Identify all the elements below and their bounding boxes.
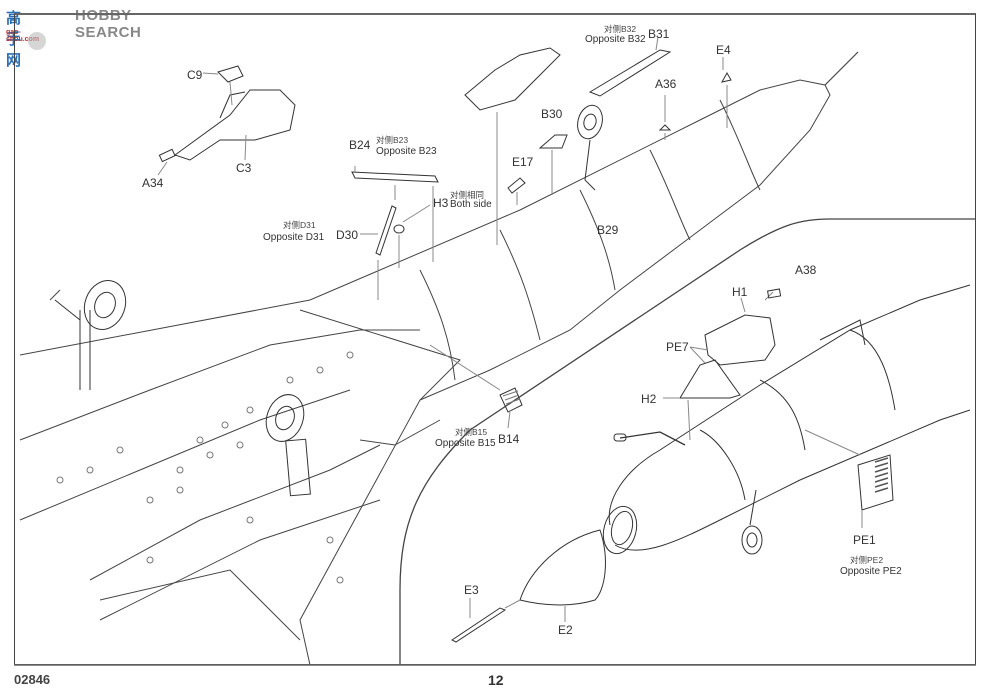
label-a36: A36: [655, 77, 677, 91]
label-h1: H1: [732, 285, 748, 299]
label-d31-en: Opposite D31: [263, 232, 325, 243]
inset-boundary: [399, 218, 976, 664]
label-d31-cn: 对侧D31: [283, 220, 316, 230]
label-b32-cn: 对侧B32: [604, 24, 637, 34]
label-pe2-cn: 对侧PE2: [850, 555, 884, 565]
inset-forward-fuselage: [602, 284, 971, 555]
label-c3: C3: [236, 161, 252, 175]
label-d30: D30: [336, 228, 359, 242]
part-d30: [375, 205, 397, 256]
part-a34: [158, 148, 176, 163]
part-e2: [519, 529, 606, 606]
page-number: 12: [488, 672, 504, 688]
part-b14: [499, 387, 523, 413]
label-e2: E2: [558, 623, 573, 637]
watermark-url: gao-shou.com: [6, 29, 40, 43]
part-pe1: [857, 454, 894, 511]
product-code: 02846: [14, 672, 51, 687]
part-a38: [766, 288, 782, 299]
step-badge-icon: [28, 32, 46, 50]
label-e4: E4: [716, 43, 731, 57]
label-a38: A38: [795, 263, 817, 277]
watermark-brand: HOBBY SEARCH: [75, 7, 142, 41]
part-h2: [679, 359, 741, 399]
main-fuselage: [19, 51, 859, 666]
nose-landing-gear: [265, 394, 311, 497]
label-b31: B31: [648, 27, 670, 41]
label-pe2-en: Opposite PE2: [840, 566, 902, 577]
label-b32-en: Opposite B32: [585, 34, 646, 45]
part-e17: [507, 177, 526, 194]
label-h3-cn: 对侧相同: [450, 190, 485, 200]
main-landing-gear-left: [54, 280, 127, 390]
part-b31: [588, 49, 672, 97]
part-c9: [217, 65, 244, 83]
label-pe7: PE7: [666, 340, 689, 354]
label-pe1: PE1: [853, 533, 876, 547]
part-intake-assembly: [464, 47, 561, 111]
label-e3: E3: [464, 583, 479, 597]
part-h1: [704, 314, 776, 366]
label-b14: B14: [498, 432, 520, 446]
label-h3: H3: [433, 196, 449, 210]
part-h3: [393, 224, 405, 234]
part-a36: [658, 124, 672, 131]
label-h3-en: Both side: [450, 199, 492, 210]
label-b29: B29: [597, 223, 619, 237]
label-c9: C9: [187, 68, 203, 82]
part-c3: [173, 89, 296, 161]
label-h2: H2: [641, 392, 657, 406]
label-a34: A34: [142, 176, 164, 190]
label-e17: E17: [512, 155, 534, 169]
label-b15-en: Opposite B15: [435, 438, 496, 449]
label-b23-cn: 对侧B23: [376, 135, 409, 145]
label-b15-cn: 对侧B15: [455, 427, 488, 437]
label-b30: B30: [541, 107, 563, 121]
part-e3: [451, 607, 507, 643]
part-b30: [538, 134, 568, 149]
label-b23-en: Opposite B23: [376, 146, 437, 157]
part-b24: [351, 171, 439, 183]
label-b24: B24: [349, 138, 371, 152]
gear-leg-b29: [577, 104, 603, 191]
part-e4: [721, 71, 732, 83]
